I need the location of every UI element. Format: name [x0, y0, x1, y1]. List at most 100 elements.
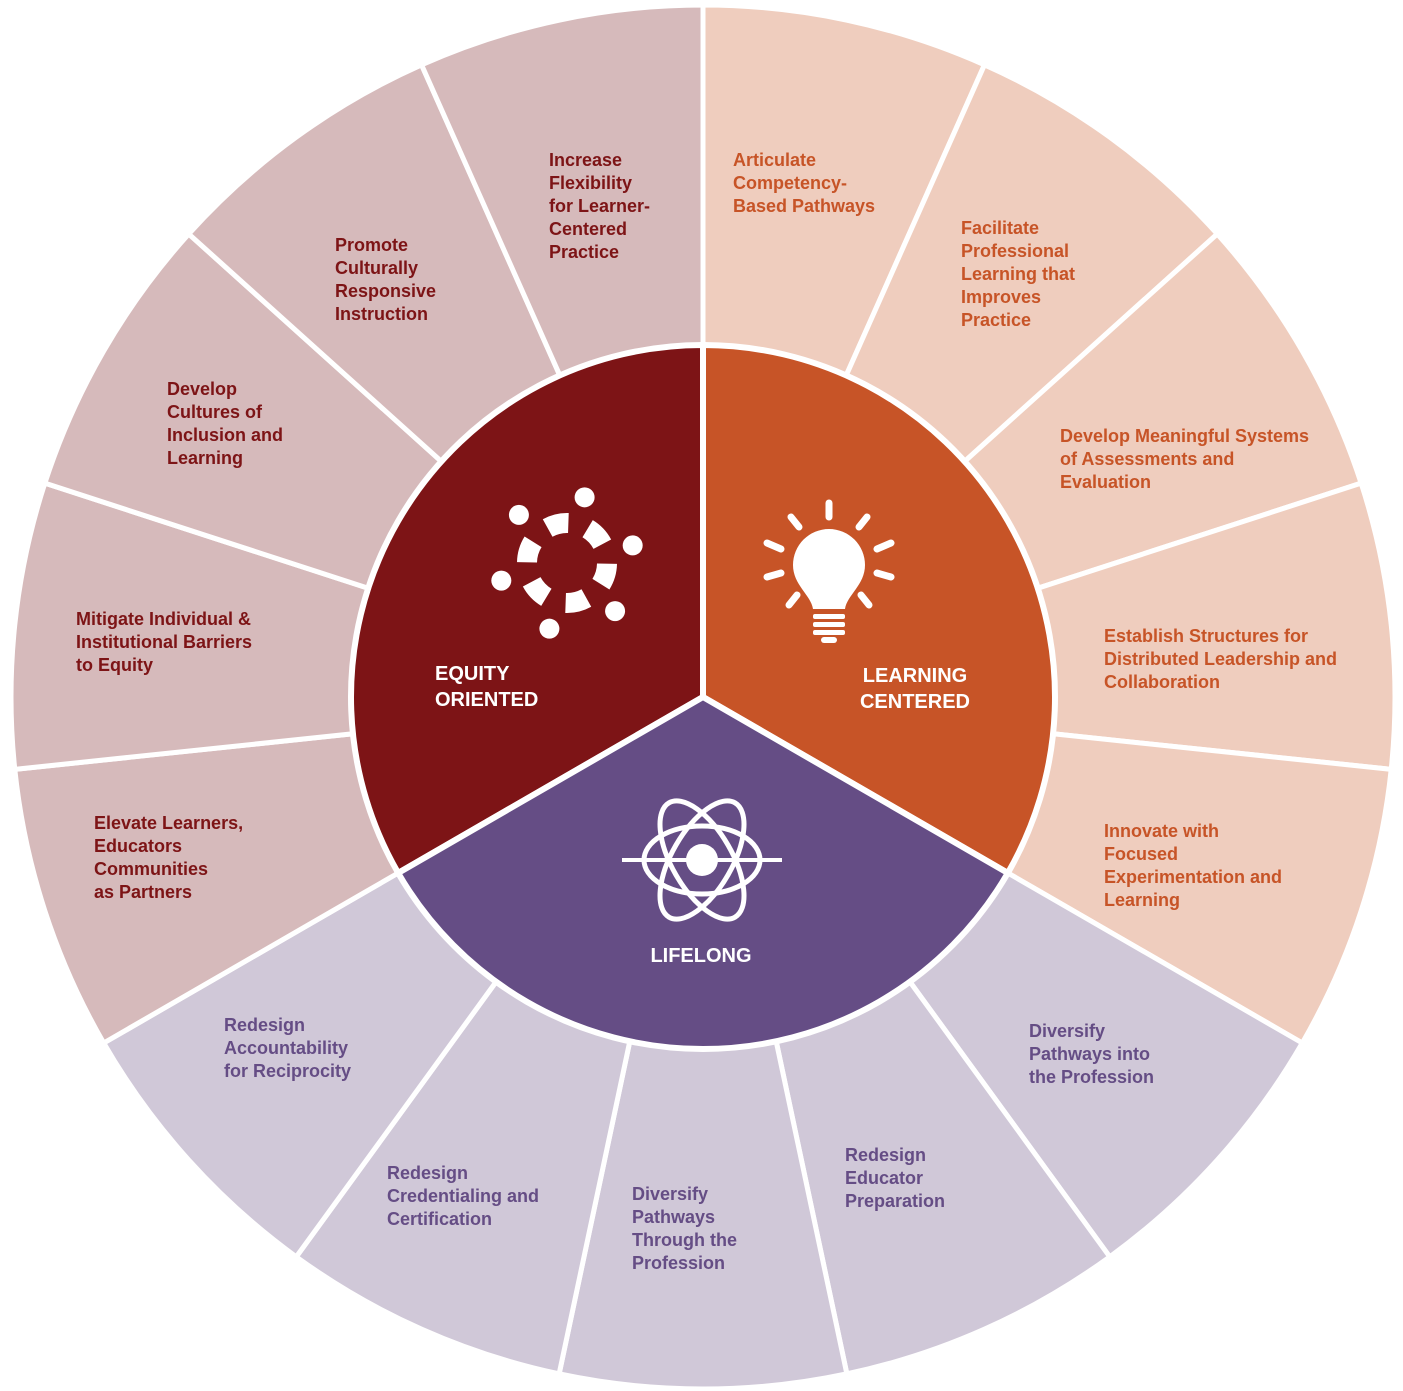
segment-label-line: Practice [961, 310, 1031, 330]
outer-ring [8, 2, 1398, 1391]
segment-label-line: Practice [549, 242, 619, 262]
core-label-line: ORIENTED [435, 689, 538, 711]
segment-label-line: Evaluation [1060, 472, 1151, 492]
segment-label-line: Experimentation and [1104, 867, 1282, 887]
segment-label-line: to Equity [76, 655, 153, 675]
bulb-base [813, 622, 845, 627]
segment-label-line: Establish Structures for [1104, 626, 1308, 646]
bulb-ray [873, 569, 895, 581]
segment-label-line: Collaboration [1104, 672, 1220, 692]
segment-label-line: as Partners [94, 882, 192, 902]
person-head [622, 535, 643, 556]
bulb-base [813, 630, 845, 635]
core-icons [491, 487, 895, 922]
segment-label-line: Learning that [961, 264, 1075, 284]
bulb-base [813, 614, 845, 619]
atom-orbit [657, 798, 747, 922]
segment-label-line: Increase [549, 150, 622, 170]
bulb-ray [787, 513, 803, 531]
segment-label-line: Distributed Leadership and [1104, 649, 1337, 669]
people-circle-icon [491, 487, 643, 639]
bulb-tip [821, 637, 837, 643]
person-body [522, 577, 552, 606]
person-body [582, 520, 612, 549]
segment-label-line: Based Pathways [733, 196, 875, 216]
segment-label-line: Certification [387, 1209, 492, 1229]
segment-label-line: Flexibility [549, 173, 632, 193]
core-sector-learning [700, 341, 1058, 878]
person-body [592, 563, 617, 590]
segment-label-line: Promote [335, 235, 408, 255]
segment-label-line: Learning [1104, 890, 1180, 910]
segment-label-line: Learning [167, 448, 243, 468]
bulb-glass [793, 529, 865, 609]
segment-label-line: Articulate [733, 150, 816, 170]
segment-label-line: Mitigate Individual & [76, 609, 251, 629]
core-label-line: CENTERED [860, 691, 970, 713]
atom-nucleus [686, 844, 718, 876]
bulb-ray [763, 569, 785, 581]
segment-label-line: Credentialing and [387, 1186, 539, 1206]
core-sector-equity [348, 341, 706, 878]
segment-label-line: Develop [167, 379, 237, 399]
segment-label-line: Cultures of [167, 402, 263, 422]
segment-label-line: Institutional Barriers [76, 632, 252, 652]
atom-icon [622, 798, 782, 922]
segment-label-line: for Reciprocity [224, 1061, 351, 1081]
person-head [574, 487, 595, 508]
segment-label-line: Through the [632, 1230, 737, 1250]
bulb-ray [873, 539, 895, 553]
person-head [508, 504, 529, 525]
segment-label-line: Develop Meaningful Systems [1060, 426, 1309, 446]
segment-label-line: Diversify [632, 1184, 708, 1204]
segment-label-line: Professional [961, 241, 1069, 261]
segment-label-line: for Learner- [549, 196, 650, 216]
segment-label-line: Accountability [224, 1038, 348, 1058]
segment-label-line: Competency- [733, 173, 847, 193]
segment-label-line: Redesign [845, 1145, 926, 1165]
segment-label-line: Educator [845, 1168, 923, 1188]
segment-label-line: Pathways [632, 1207, 715, 1227]
person-body [517, 536, 542, 563]
atom-orbit [641, 823, 763, 897]
person-body [542, 512, 569, 537]
segment-label-line: Profession [632, 1253, 725, 1273]
segment-label-line: Redesign [387, 1163, 468, 1183]
segment-label-line: Preparation [845, 1191, 945, 1211]
core-label-learning: LEARNING CENTERED [860, 665, 970, 713]
segment-label-line: Communities [94, 859, 208, 879]
bulb-ray [855, 513, 871, 531]
segment-label-line: Instruction [335, 304, 428, 324]
segment-label-line: Responsive [335, 281, 436, 301]
bulb-ray [763, 539, 785, 553]
core-label-line: LIFELONG [650, 945, 751, 967]
core-label-lifelong: LIFELONG [650, 945, 751, 967]
segment-label-line: Redesign [224, 1015, 305, 1035]
segment-label-line: Pathways into [1029, 1044, 1150, 1064]
segment-label-line: Inclusion and [167, 425, 283, 445]
segment-label-line: the Profession [1029, 1067, 1154, 1087]
bulb-ray [857, 591, 873, 609]
segment-label-line: Educators [94, 836, 182, 856]
segment-label-line: Focused [1104, 844, 1178, 864]
segment-label-line: Elevate Learners, [94, 813, 243, 833]
person-head [605, 601, 626, 622]
core-label-line: LEARNING [863, 665, 967, 687]
lightbulb-icon [763, 499, 895, 643]
person-body [565, 589, 592, 613]
